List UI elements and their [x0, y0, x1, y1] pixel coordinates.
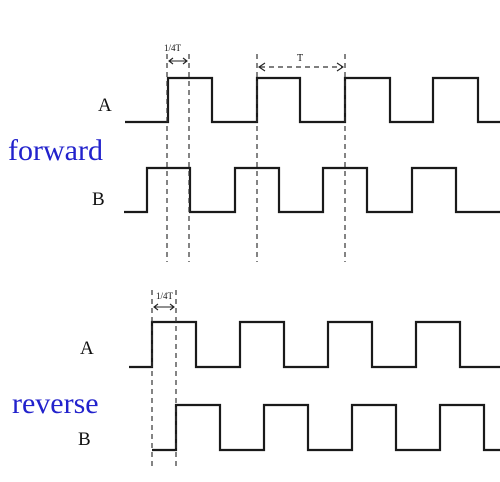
forward-period-dimension: T: [258, 53, 344, 72]
forward-quarter-period-dimension: 1/4T: [164, 43, 188, 65]
forward-channel-b-waveform: [124, 166, 500, 214]
reverse-channel-b-waveform: [152, 403, 500, 452]
reverse-quarter-period-dimension: 1/4T: [153, 291, 175, 311]
reverse-mode-label: reverse: [12, 387, 99, 420]
forward-channel-b-label: B: [92, 189, 105, 210]
reverse-channel-b-label: B: [78, 429, 91, 450]
forward-channel-a-waveform: [125, 76, 500, 124]
reverse-section: reverse A B 1/4T: [12, 290, 500, 470]
forward-period-label: T: [297, 53, 303, 64]
forward-section: forward A B 1/4T T: [8, 43, 500, 262]
reverse-quarter-period-label: 1/4T: [156, 291, 174, 301]
reverse-channel-a-waveform: [129, 320, 500, 369]
forward-mode-label: forward: [8, 134, 103, 167]
forward-quarter-period-label: 1/4T: [164, 43, 182, 53]
reverse-channel-a-label: A: [80, 338, 94, 359]
forward-channel-a-label: A: [98, 95, 112, 116]
